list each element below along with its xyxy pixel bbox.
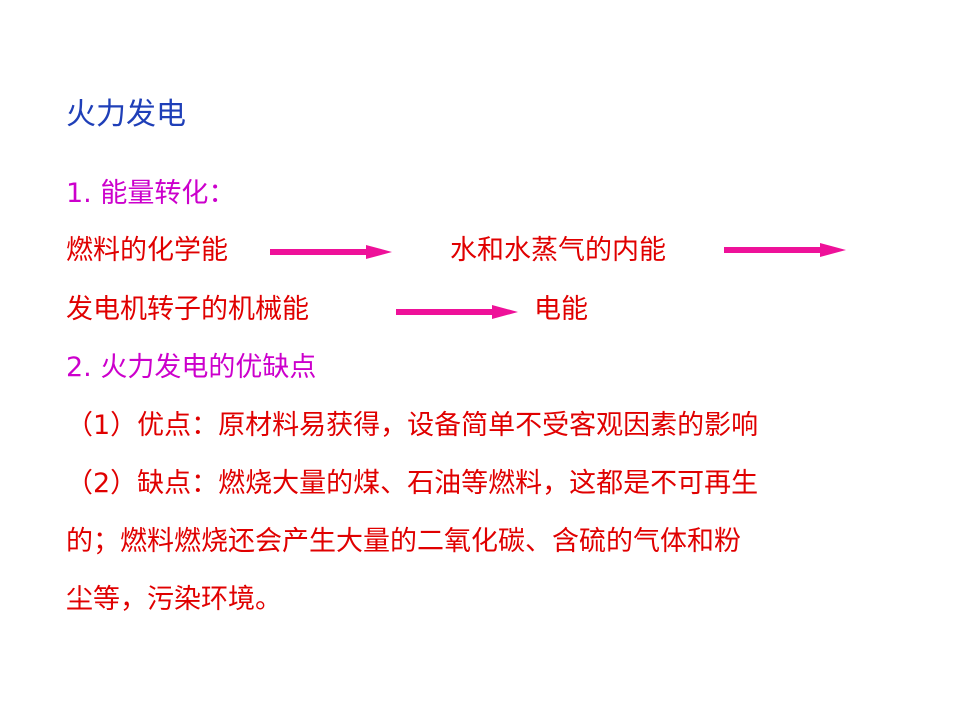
disadvantage-line-1: （2）缺点：燃烧大量的煤、石油等燃料，这都是不可再生 (66, 468, 759, 499)
energy-step-electric: 电能 (534, 294, 588, 325)
slide-title: 火力发电 (66, 97, 186, 132)
disadvantage-line-2: 的；燃料燃烧还会产生大量的二氧化碳、含硫的气体和粉 (66, 526, 741, 557)
disadvantage-line-3: 尘等，污染环境。 (66, 584, 282, 615)
arrow-right-icon (396, 305, 518, 319)
energy-step-mechanical: 发电机转子的机械能 (66, 294, 309, 325)
energy-step-chemical: 燃料的化学能 (66, 235, 228, 266)
section-1-heading: 1. 能量转化： (66, 178, 236, 209)
section-2-heading: 2. 火力发电的优缺点 (66, 352, 317, 383)
energy-step-internal: 水和水蒸气的内能 (450, 235, 666, 266)
advantage-text: （1）优点：原材料易获得，设备简单不受客观因素的影响 (66, 410, 759, 441)
arrow-right-icon (270, 245, 392, 259)
arrow-right-icon (724, 243, 846, 257)
